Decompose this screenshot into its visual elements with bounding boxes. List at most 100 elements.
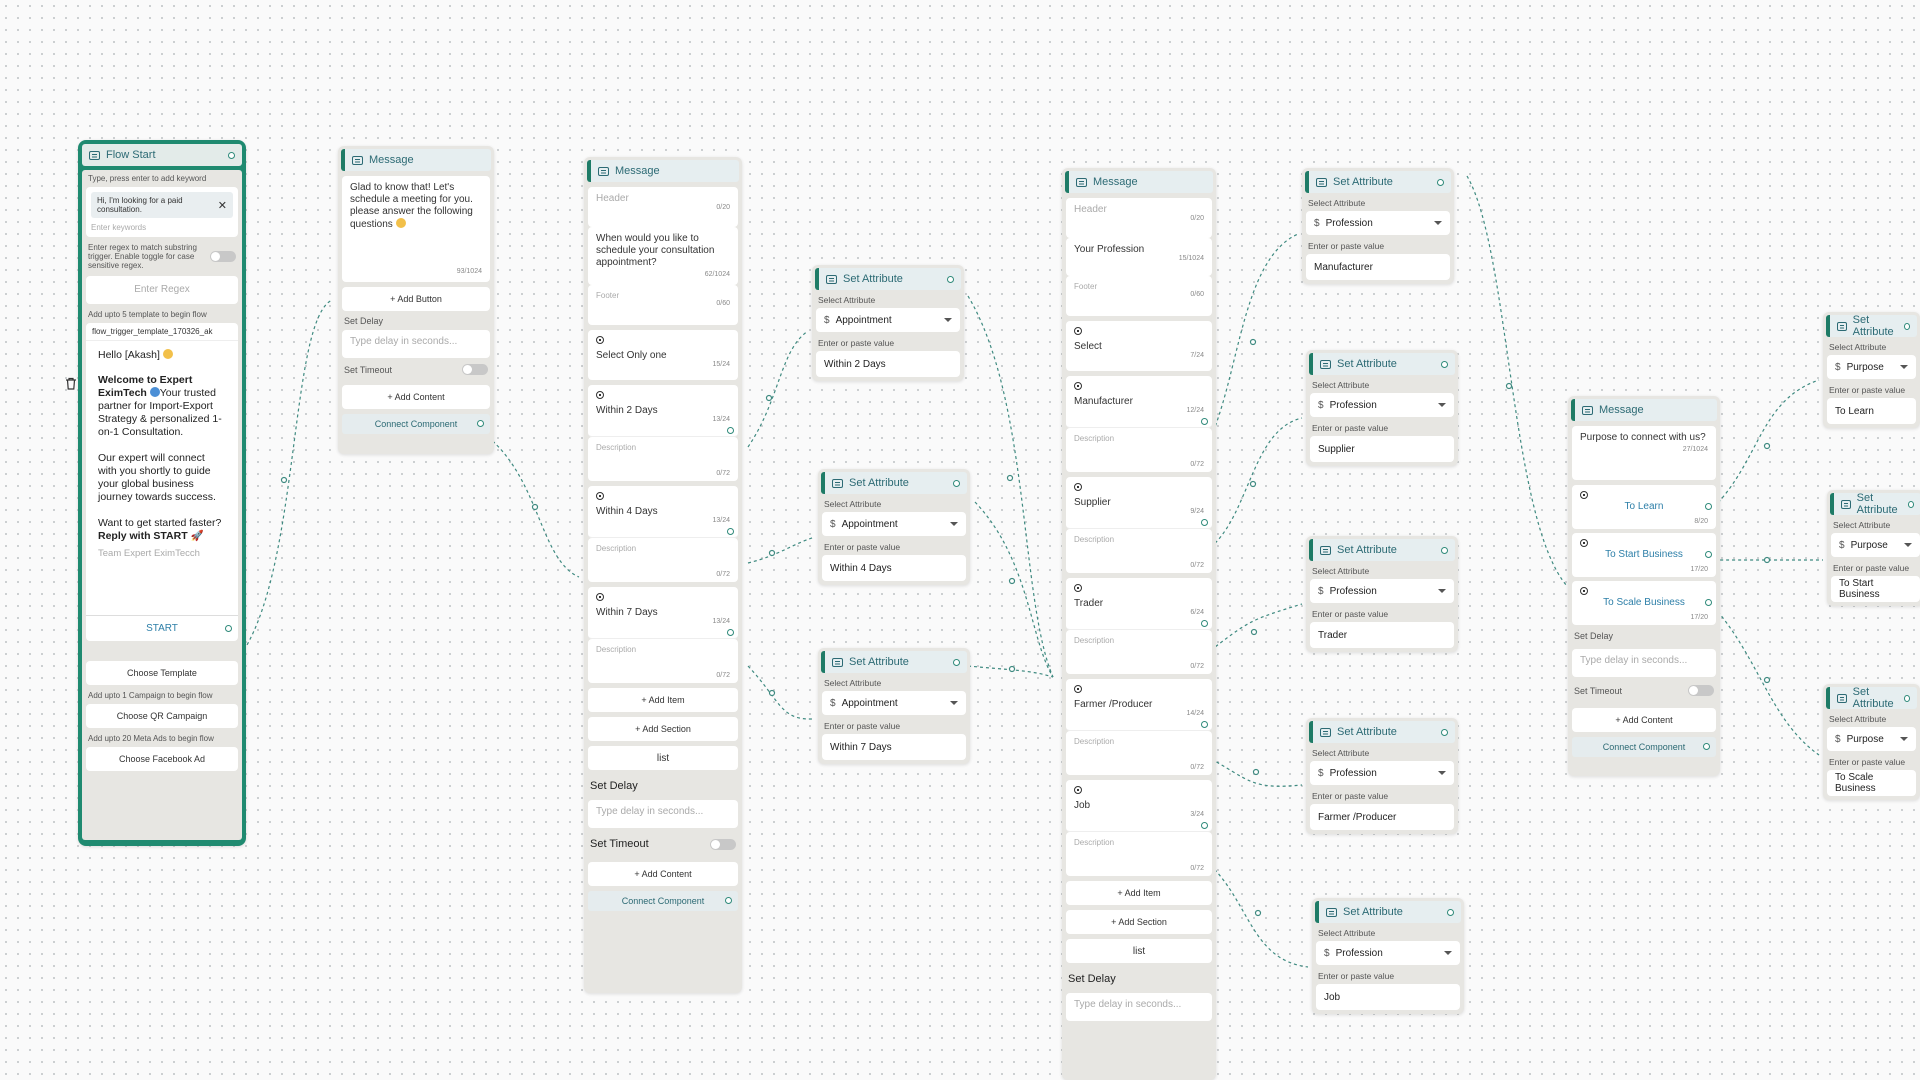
output-port[interactable] [1903,694,1910,702]
add-content-button[interactable]: + Add Content [342,385,490,409]
footer-field[interactable]: Footer 0/60 [588,285,738,325]
value-input[interactable]: Within 7 Days [822,734,966,760]
set-attribute-node[interactable]: Set Attribute Select Attribute $Professi… [1306,536,1458,652]
value-input[interactable]: Job [1316,984,1460,1010]
delay-input[interactable]: Type delay in seconds... [1066,993,1212,1021]
timeout-toggle[interactable] [1688,685,1714,696]
value-input[interactable]: To Start Business [1831,576,1920,602]
set-attribute-node[interactable]: Set Attribute Select Attribute $Appointm… [812,265,964,381]
set-attribute-node[interactable]: Set Attribute Select Attribute $Purpose … [1823,684,1920,800]
output-port[interactable] [1447,908,1454,916]
start-port[interactable] [225,625,232,632]
item-port[interactable] [727,528,734,535]
item-port[interactable] [1201,519,1208,526]
regex-input[interactable]: Enter Regex [86,276,238,304]
attribute-select[interactable]: $Profession [1306,211,1450,235]
add-content-button[interactable]: + Add Content [1572,708,1716,732]
set-attribute-node[interactable]: Set Attribute Select Attribute $Appointm… [818,648,970,764]
add-content-button[interactable]: + Add Content [588,862,738,886]
start-quick-reply[interactable]: START [86,615,238,641]
list-button[interactable]: list [1066,939,1212,963]
section-title-box[interactable]: Select 7/24 [1066,321,1212,371]
footer-field[interactable]: Footer 0/60 [1066,276,1212,316]
message-node-2[interactable]: Message Header 0/20 When would you like … [584,157,742,993]
output-port[interactable] [947,275,954,283]
item-port[interactable] [1201,418,1208,425]
item-description-box[interactable]: Description 0/72 [1066,428,1212,472]
add-item-button[interactable]: + Add Item [1066,881,1212,905]
item-port[interactable] [1201,822,1208,829]
button-port[interactable] [1705,551,1712,558]
item-description-box[interactable]: Description 0/72 [588,538,738,582]
section-title-box[interactable]: Select Only one 15/24 [588,330,738,380]
button-port[interactable] [1705,503,1712,510]
body-field[interactable]: When would you like to schedule your con… [588,227,738,285]
item-description-box[interactable]: Description 0/72 [1066,630,1212,674]
body-field[interactable]: Purpose to connect with us? 27/1024 [1572,426,1716,480]
value-input[interactable]: Manufacturer [1306,254,1450,280]
item-description-box[interactable]: Description 0/72 [1066,529,1212,573]
flow-start-node[interactable]: Flow Start Type, press enter to add keyw… [78,140,246,846]
item-title-box[interactable]: Job 3/24 [1066,780,1212,832]
quick-reply-button[interactable]: To Learn 8/20 [1572,485,1716,529]
delay-input[interactable]: Type delay in seconds... [342,330,490,358]
button-port[interactable] [1705,599,1712,606]
list-item[interactable]: Within 2 Days 13/24 Description 0/72 [588,385,738,481]
output-port[interactable] [953,479,960,487]
add-button[interactable]: + Add Button [342,287,490,311]
regex-case-toggle[interactable] [210,251,236,262]
message-node-4[interactable]: Message Purpose to connect with us? 27/1… [1568,396,1720,776]
set-attribute-node[interactable]: Set Attribute Select Attribute $Professi… [1306,350,1458,466]
item-title-box[interactable]: Trader 6/24 [1066,578,1212,630]
attribute-select[interactable]: $Appointment [822,691,966,715]
attribute-select[interactable]: $Purpose [1831,533,1920,557]
item-description-box[interactable]: Description 0/72 [1066,832,1212,876]
item-description-box[interactable]: Description 0/72 [1066,731,1212,775]
item-description-box[interactable]: Description 0/72 [588,437,738,481]
attribute-select[interactable]: $Appointment [822,512,966,536]
attribute-select[interactable]: $Purpose [1827,355,1916,379]
message-node-1[interactable]: Message Glad to know that! Let's schedul… [338,146,494,454]
list-button[interactable]: list [588,746,738,770]
item-title-box[interactable]: Within 2 Days 13/24 [588,385,738,437]
set-attribute-node[interactable]: Set Attribute Select Attribute $Appointm… [818,469,970,585]
choose-facebook-button[interactable]: Choose Facebook Ad [86,747,238,771]
item-port[interactable] [1201,721,1208,728]
item-port[interactable] [1201,620,1208,627]
item-port[interactable] [727,427,734,434]
item-title-box[interactable]: Farmer /Producer 14/24 [1066,679,1212,731]
header-field[interactable]: Header 0/20 [1066,198,1212,238]
delay-input[interactable]: Type delay in seconds... [588,800,738,828]
attribute-select[interactable]: $Profession [1310,761,1454,785]
value-input[interactable]: Within 2 Days [816,351,960,377]
attribute-select[interactable]: $Purpose [1827,727,1916,751]
body-field[interactable]: Your Profession 15/1024 [1066,238,1212,276]
quick-reply-button[interactable]: To Start Business 17/20 [1572,533,1716,577]
list-item[interactable]: Within 7 Days 13/24 Description 0/72 [588,587,738,683]
add-section-button[interactable]: + Add Section [1066,910,1212,934]
choose-template-button[interactable]: Choose Template [86,661,238,685]
list-item[interactable]: Farmer /Producer 14/24 Description 0/72 [1066,679,1212,775]
value-input[interactable]: To Scale Business [1827,770,1916,796]
add-item-button[interactable]: + Add Item [588,688,738,712]
output-port[interactable] [953,658,960,666]
connect-port[interactable] [477,420,484,427]
attribute-select[interactable]: $Profession [1310,393,1454,417]
item-description-box[interactable]: Description 0/72 [588,639,738,683]
output-port[interactable] [1907,500,1914,508]
attribute-select[interactable]: $Appointment [816,308,960,332]
delay-input[interactable]: Type delay in seconds... [1572,649,1716,677]
connect-component[interactable]: Connect Component [1572,737,1716,757]
set-attribute-node[interactable]: Set Attribute Select Attribute $Purpose … [1823,312,1920,428]
set-attribute-node[interactable]: Set Attribute Select Attribute $Purpose … [1827,490,1920,606]
value-input[interactable]: Trader [1310,622,1454,648]
value-input[interactable]: Within 4 Days [822,555,966,581]
output-port[interactable] [1441,360,1448,368]
set-attribute-node[interactable]: Set Attribute Select Attribute $Professi… [1302,168,1454,284]
connect-port[interactable] [1703,743,1710,750]
item-title-box[interactable]: Manufacturer 12/24 [1066,376,1212,428]
value-input[interactable]: Supplier [1310,436,1454,462]
trash-icon[interactable] [62,372,80,394]
message-text-box[interactable]: Glad to know that! Let's schedule a meet… [342,176,490,282]
message-node-3[interactable]: Message Header 0/20 Your Profession 15/1… [1062,168,1216,1080]
